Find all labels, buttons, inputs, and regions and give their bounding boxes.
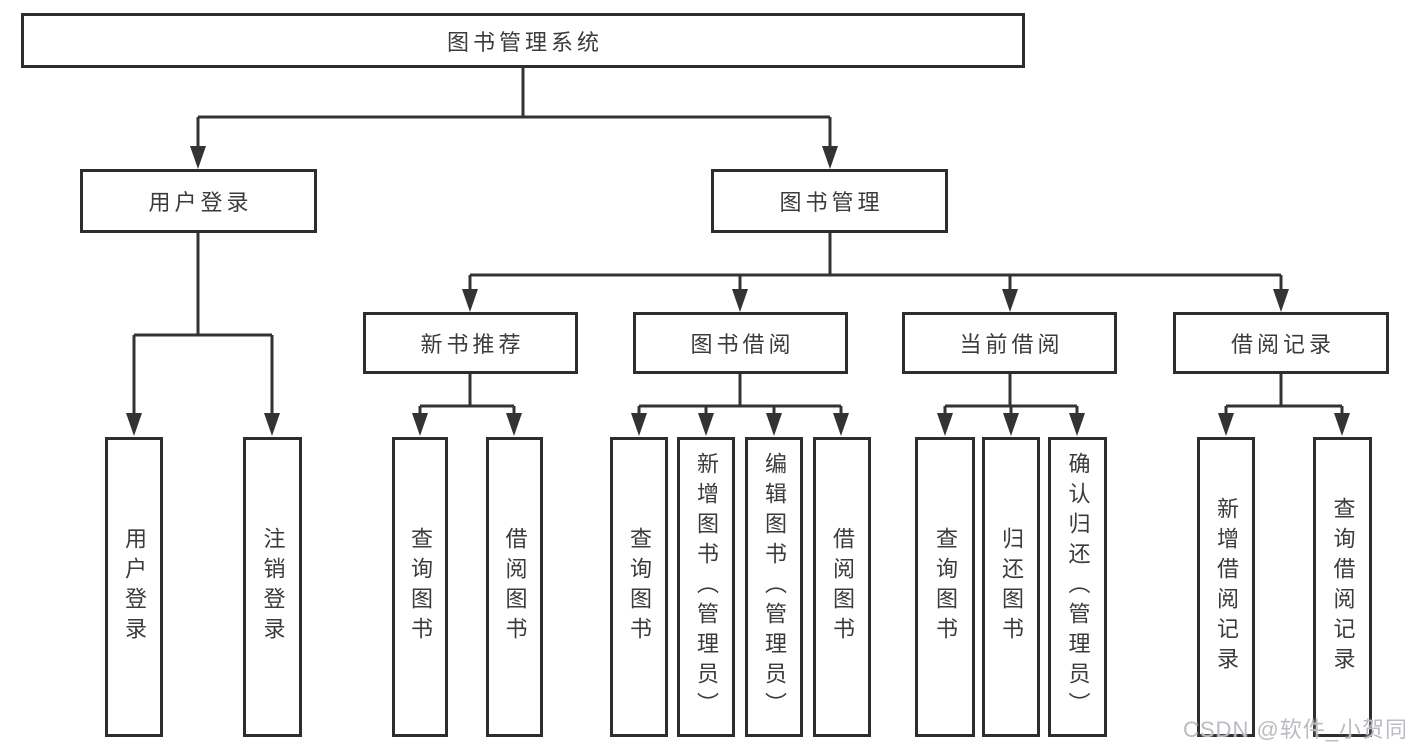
- connector-borrow-records: [1224, 373, 1344, 415]
- node-query-books-current-label: 查询图书: [933, 527, 958, 647]
- node-root: 图书管理系统: [21, 13, 1025, 68]
- node-query-books-recommend-label: 查询图书: [408, 527, 433, 647]
- node-book-management-label: 图书管理: [779, 190, 884, 215]
- arrowhead-icon: [822, 146, 838, 169]
- arrowhead-icon: [412, 413, 428, 436]
- arrowhead-icon: [833, 413, 849, 436]
- node-query-borrow-record-label: 查询借阅记录: [1330, 497, 1356, 677]
- arrowhead-icon: [462, 289, 478, 312]
- arrowhead-icon: [126, 413, 142, 436]
- node-query-books-borrow: 查询图书: [610, 437, 668, 737]
- connector-book-management: [468, 233, 1283, 291]
- node-query-books-borrow-label: 查询图书: [627, 527, 652, 647]
- arrowhead-icon: [766, 413, 782, 436]
- arrowhead-icon: [1334, 413, 1350, 436]
- connector-current-borrow: [943, 373, 1079, 415]
- node-confirm-return-admin-label: 确认归还（管理员）: [1065, 452, 1091, 722]
- node-logout-login: 注销登录: [243, 437, 302, 737]
- node-borrow-books-action: 借阅图书: [813, 437, 871, 737]
- csdn-watermark: CSDN @软件_小贺同学: [1183, 717, 1405, 742]
- node-logout-login-label: 注销登录: [260, 527, 286, 647]
- node-add-borrow-record-label: 新增借阅记录: [1214, 497, 1239, 677]
- node-user-login: 用户登录: [80, 169, 317, 233]
- node-query-books-recommend: 查询图书: [392, 437, 448, 737]
- arrowhead-icon: [1003, 413, 1019, 436]
- node-return-books-label: 归还图书: [999, 527, 1024, 647]
- node-borrow-books-action-label: 借阅图书: [830, 527, 855, 647]
- connector-book-borrow: [637, 373, 843, 415]
- node-add-books-admin: 新增图书（管理员）: [677, 437, 735, 737]
- node-borrow-books-recommend: 借阅图书: [486, 437, 543, 737]
- arrowhead-icon: [1218, 413, 1234, 436]
- arrowhead-icon: [698, 413, 714, 436]
- node-add-books-admin-label: 新增图书（管理员）: [694, 452, 719, 722]
- node-root-label: 图书管理系统: [446, 29, 603, 55]
- arrowhead-icon: [190, 146, 206, 169]
- node-book-management: 图书管理: [711, 169, 948, 233]
- node-borrow-records: 借阅记录: [1173, 312, 1389, 374]
- arrowhead-icon: [1069, 413, 1085, 436]
- node-borrow-books-recommend-label: 借阅图书: [502, 527, 528, 647]
- node-confirm-return-admin: 确认归还（管理员）: [1048, 437, 1107, 737]
- connector-root: [196, 68, 832, 148]
- node-current-borrow: 当前借阅: [902, 312, 1117, 374]
- connector-new-book: [418, 373, 516, 415]
- node-query-borrow-record: 查询借阅记录: [1313, 437, 1372, 737]
- connector-user-login: [132, 233, 274, 414]
- node-new-book-recommend-label: 新书推荐: [420, 332, 525, 357]
- node-user-login-label: 用户登录: [148, 190, 253, 215]
- node-user-login-action: 用户登录: [105, 437, 163, 737]
- node-user-login-action-label: 用户登录: [122, 527, 147, 647]
- arrowhead-icon: [264, 413, 280, 436]
- node-book-borrow: 图书借阅: [633, 312, 848, 374]
- node-edit-books-admin-label: 编辑图书（管理员）: [762, 452, 787, 722]
- node-query-books-current: 查询图书: [915, 437, 975, 737]
- arrowhead-icon: [937, 413, 953, 436]
- arrowhead-icon: [732, 289, 748, 312]
- node-book-borrow-label: 图书借阅: [690, 332, 795, 357]
- arrowhead-icon: [1002, 289, 1018, 312]
- node-edit-books-admin: 编辑图书（管理员）: [745, 437, 803, 737]
- node-current-borrow-label: 当前借阅: [959, 332, 1064, 357]
- arrowhead-icon: [506, 413, 522, 436]
- arrowhead-icon: [631, 413, 647, 436]
- node-add-borrow-record: 新增借阅记录: [1197, 437, 1255, 737]
- arrowhead-icon: [1273, 289, 1289, 312]
- node-borrow-records-label: 借阅记录: [1230, 332, 1335, 357]
- node-new-book-recommend: 新书推荐: [363, 312, 578, 374]
- node-return-books: 归还图书: [982, 437, 1040, 737]
